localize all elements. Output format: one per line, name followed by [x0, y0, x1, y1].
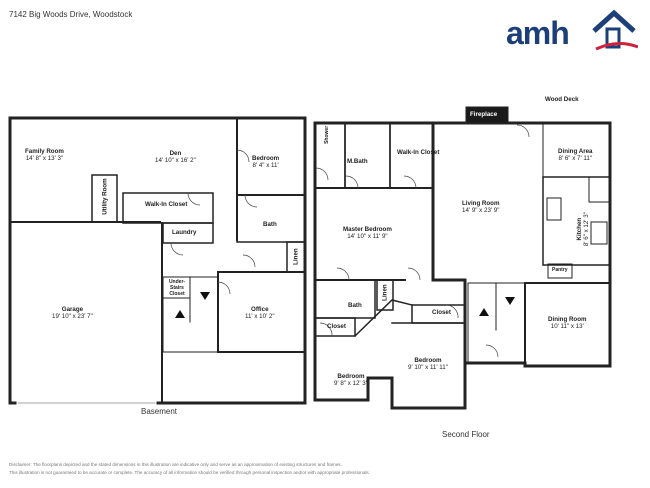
- room-name: Pantry: [552, 267, 568, 273]
- room-name: Bedroom: [337, 373, 365, 380]
- room-name: Bedroom: [414, 357, 442, 364]
- room-family-room: Family Room 14' 8" x 13' 3": [25, 148, 64, 162]
- room-shower: Shower: [324, 117, 331, 153]
- room-dims: 14' 8" x 13' 3": [25, 155, 64, 163]
- property-address: 7142 Big Woods Drive, Woodstock: [9, 10, 133, 19]
- floor-label-basement: Basement: [141, 407, 178, 416]
- room-mbath: M.Bath: [347, 158, 368, 165]
- room-dims: 19' 10" x 23' 7": [52, 313, 93, 321]
- room-dims: 8' 6" x 7' 11": [558, 155, 592, 163]
- room-linen-basement: Linen: [292, 241, 299, 273]
- room-name: Wood Deck: [545, 96, 579, 103]
- fireplace-label: Fireplace: [470, 111, 497, 118]
- room-closet-a: Closet: [327, 323, 346, 330]
- room-dims: 9' 10" x 11' 11": [408, 364, 448, 372]
- room-name: Under-Stairs Closet: [168, 279, 186, 297]
- room-name: Fireplace: [470, 111, 498, 118]
- room-kitchen: Kitchen 8' 6" x 12' 3": [576, 201, 590, 257]
- room-walkin-closet-basement: Walk-In Closet: [145, 201, 187, 208]
- room-laundry: Laundry: [172, 229, 196, 236]
- room-linen-second: Linen: [381, 278, 388, 308]
- room-bath-basement: Bath: [263, 221, 277, 228]
- room-bedroom-basement: Bedroom 8' 4" x 11': [252, 155, 279, 169]
- room-name: Laundry: [172, 229, 197, 236]
- room-name: Bedroom: [252, 155, 280, 162]
- house-roof-icon: [592, 9, 638, 51]
- room-pantry: Pantry: [552, 267, 568, 274]
- room-garage: Garage 19' 10" x 23' 7": [52, 306, 93, 320]
- room-bedroom-b: Bedroom 9' 10" x 11' 11": [408, 357, 448, 371]
- room-name: Master Bedroom: [343, 226, 392, 233]
- room-name: Kitchen: [575, 217, 583, 241]
- room-name: Dining Room: [548, 316, 587, 323]
- room-walkin-closet-second: Walk-In Closet: [397, 149, 439, 156]
- room-bedroom-a: Bedroom 9' 8" x 12' 3": [334, 373, 368, 387]
- room-dims: 9' 8" x 12' 3": [334, 380, 368, 388]
- disclaimer-line-2: This illustration is not guaranteed to b…: [9, 470, 370, 475]
- room-bath-second: Bath: [348, 302, 362, 309]
- room-master-bedroom: Master Bedroom 14' 10" x 11' 9": [343, 226, 392, 240]
- second-floor-outline: [313, 121, 467, 410]
- room-dims: 10' 11" x 13': [550, 323, 584, 331]
- wood-deck-label: Wood Deck: [545, 96, 579, 103]
- room-name: Family Room: [25, 148, 64, 155]
- room-name: Garage: [61, 306, 84, 313]
- room-under-stairs-closet: Under-Stairs Closet: [165, 279, 189, 297]
- room-name: Office: [251, 306, 269, 313]
- fireplace-box: [465, 106, 509, 124]
- room-name: Closet: [432, 309, 451, 316]
- logo-text: amh: [506, 15, 570, 51]
- room-closet-b: Closet: [432, 309, 451, 316]
- room-name: Den: [169, 150, 182, 157]
- room-name: Linen: [292, 248, 300, 265]
- room-name: Dining Area: [558, 148, 593, 155]
- room-name: Walk-In Closet: [145, 201, 188, 208]
- room-name: Bath: [348, 302, 362, 309]
- room-dining-area: Dining Area 8' 6" x 7' 11": [558, 148, 593, 162]
- room-name: Linen: [381, 284, 389, 301]
- room-dims: 14' 10" x 11' 9": [347, 233, 388, 241]
- room-name: Shower: [324, 125, 331, 144]
- room-name: M.Bath: [347, 158, 368, 165]
- room-office: Office 11' x 10' 2": [245, 306, 275, 320]
- room-name: Walk-In Closet: [397, 149, 440, 156]
- room-utility-room: Utility Room: [101, 174, 108, 220]
- room-living-room: Living Room 14' 9" x 23' 9": [462, 200, 499, 214]
- room-dims: 14' 10" x 16' 2": [155, 157, 196, 165]
- room-name: Bath: [263, 221, 277, 228]
- disclaimer-line-1: Disclaimer: The floorplans depicted and …: [9, 462, 342, 467]
- floor-label-second: Second Floor: [442, 430, 490, 439]
- room-den: Den 14' 10" x 16' 2": [155, 150, 196, 164]
- room-name: Closet: [327, 323, 346, 330]
- room-dims: 8' 4" x 11': [252, 162, 279, 170]
- room-name: Living Room: [462, 200, 500, 207]
- room-dims: 14' 9" x 23' 9": [462, 207, 500, 215]
- room-dims: 8' 6" x 12' 3": [583, 212, 590, 247]
- room-dims: 11' x 10' 2": [245, 313, 275, 321]
- room-dining-room: Dining Room 10' 11" x 13': [548, 316, 587, 330]
- room-name: Utility Room: [101, 178, 109, 215]
- amh-logo: amh: [506, 9, 638, 53]
